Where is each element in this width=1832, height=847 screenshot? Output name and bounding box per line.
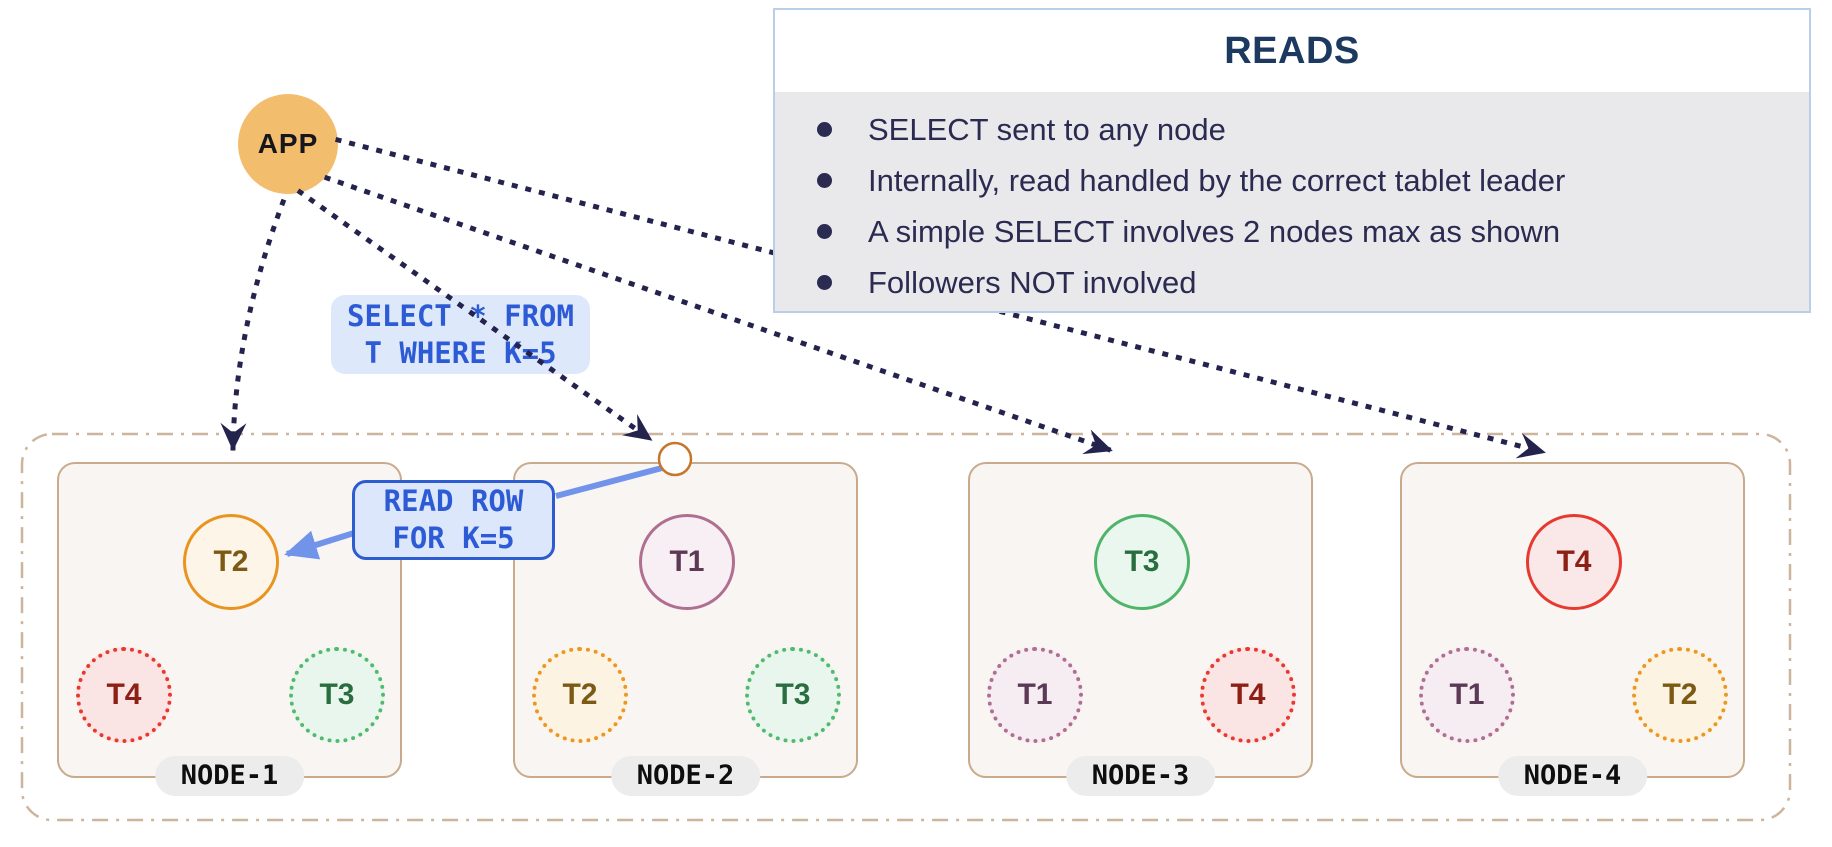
tablet-label: T2 xyxy=(1662,678,1698,711)
reads-bullet-text: SELECT sent to any node xyxy=(868,111,1226,147)
tablet-label: T4 xyxy=(106,678,142,711)
read-row-callout: READ ROW FOR K=5 xyxy=(352,480,555,560)
reads-bullet-text: Followers NOT involved xyxy=(868,264,1197,300)
reads-panel-body: SELECT sent to any node Internally, read… xyxy=(775,92,1809,311)
tablet-label: T2 xyxy=(213,545,249,578)
read-row-line2: FOR K=5 xyxy=(392,521,515,555)
node4-tablet-t4-leader: T4 xyxy=(1526,514,1622,610)
select-query-callout: SELECT * FROM T WHERE K=5 xyxy=(331,295,590,374)
app-label: APP xyxy=(257,128,319,159)
reads-bullet-list: SELECT sent to any node Internally, read… xyxy=(775,98,1809,308)
tablet-label: T3 xyxy=(1124,545,1160,578)
bullet-dot-icon xyxy=(817,122,832,137)
tablet-label: T2 xyxy=(562,678,598,711)
node2-tablet-t3-follower: T3 xyxy=(745,647,841,743)
tablet-label: T1 xyxy=(1017,678,1053,711)
node-4-box: T4 T1 T2 NODE-4 xyxy=(1400,462,1745,796)
reads-bullet-item: SELECT sent to any node xyxy=(817,104,1809,155)
tablet-label: T3 xyxy=(775,678,811,711)
tablet-label: T1 xyxy=(669,545,705,578)
node4-tablet-t2-follower: T2 xyxy=(1632,647,1728,743)
node2-tablet-t2-follower: T2 xyxy=(532,647,628,743)
node3-tablet-t3-leader: T3 xyxy=(1094,514,1190,610)
node2-tablet-t1-leader: T1 xyxy=(639,514,735,610)
node-4-label: NODE-4 xyxy=(1497,756,1648,796)
reads-bullet-text: A simple SELECT involves 2 nodes max as … xyxy=(868,213,1561,249)
reads-bullet-item: Internally, read handled by the correct … xyxy=(817,155,1809,206)
node1-tablet-t3-follower: T3 xyxy=(289,647,385,743)
reads-bullet-item: A simple SELECT involves 2 nodes max as … xyxy=(817,206,1809,257)
select-query-line1: SELECT * FROM xyxy=(347,298,574,333)
node4-tablet-t1-follower: T1 xyxy=(1419,647,1515,743)
bullet-dot-icon xyxy=(817,275,832,290)
reads-panel: READS SELECT sent to any node Internally… xyxy=(773,8,1811,313)
node-2-label: NODE-2 xyxy=(610,756,761,796)
node-3-label: NODE-3 xyxy=(1065,756,1216,796)
node1-tablet-t2-leader: T2 xyxy=(183,514,279,610)
reads-bullet-text: Internally, read handled by the correct … xyxy=(868,162,1566,198)
node-3-box: T3 T1 T4 NODE-3 xyxy=(968,462,1313,796)
app-circle: APP xyxy=(238,94,338,194)
tablet-label: T1 xyxy=(1449,678,1485,711)
node3-tablet-t1-follower: T1 xyxy=(987,647,1083,743)
bullet-dot-icon xyxy=(817,173,832,188)
reads-panel-title: READS xyxy=(1224,29,1360,72)
tablet-label: T4 xyxy=(1556,545,1592,578)
select-query-line2: T WHERE K=5 xyxy=(364,335,557,370)
tablet-label: T3 xyxy=(319,678,355,711)
dotted-arrow-app-to-node1 xyxy=(220,198,287,451)
reads-bullet-item: Followers NOT involved xyxy=(817,257,1809,308)
node-1-box: T2 T4 T3 NODE-1 xyxy=(57,462,402,796)
bullet-dot-icon xyxy=(817,224,832,239)
read-row-line1: READ ROW xyxy=(383,484,524,518)
node3-tablet-t4-follower: T4 xyxy=(1200,647,1296,743)
tablet-label: T4 xyxy=(1230,678,1266,711)
node1-tablet-t4-follower: T4 xyxy=(76,647,172,743)
reads-panel-header: READS xyxy=(775,10,1809,92)
node-2-box: T1 T2 T3 NODE-2 xyxy=(513,462,858,796)
node-1-label: NODE-1 xyxy=(154,756,305,796)
